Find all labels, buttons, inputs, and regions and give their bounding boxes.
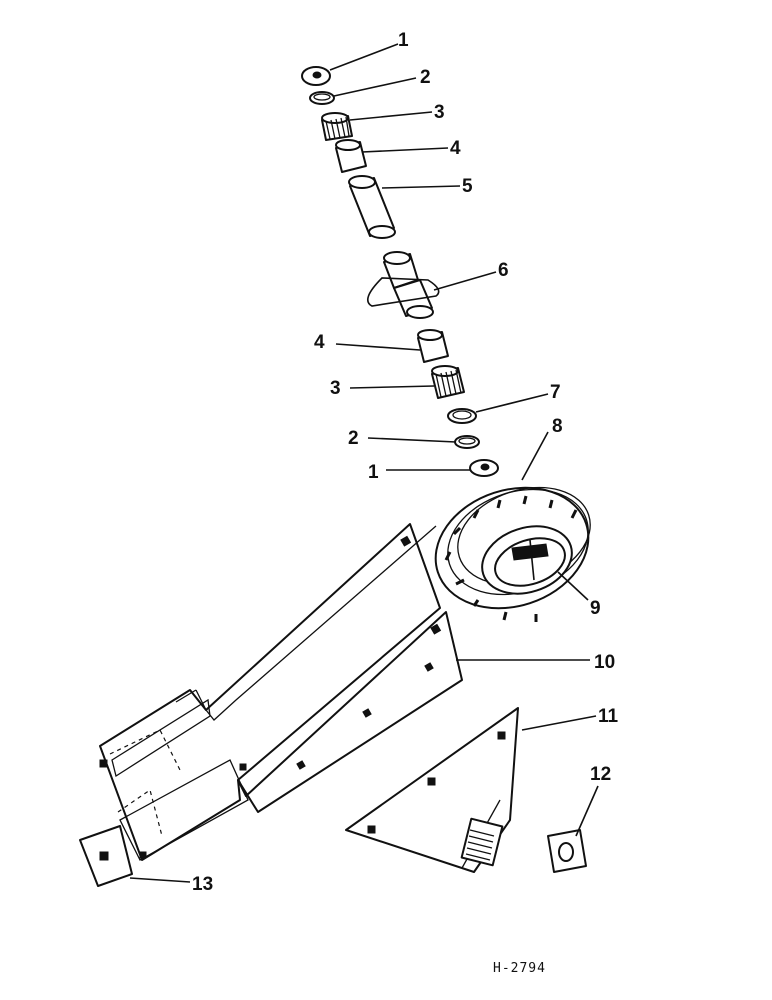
callout-13: 13 [192,874,213,895]
part-frame [99,523,463,861]
callout-12: 12 [590,764,611,785]
callout-3-lower: 3 [330,378,341,399]
callout-1-top: 1 [398,30,409,51]
part-washer-top [301,66,331,86]
part-clip [547,829,587,873]
callout-7: 7 [550,382,561,403]
part-wheel-rim [494,537,566,587]
callout-1-lower: 1 [368,462,379,483]
part-gusset-plate [345,707,519,873]
part-snap-ring-top [309,91,335,105]
callout-8: 8 [552,416,563,437]
callout-10: 10 [594,652,615,673]
part-gusset-texture [460,817,504,867]
part-pin [348,175,396,239]
drawing-number: H-2794 [493,961,546,976]
part-bracket-plate [79,825,133,887]
callout-3-top: 3 [434,102,445,123]
leader-lines [129,43,599,883]
callout-2-lower: 2 [348,428,359,449]
part-caster-yoke [366,251,440,319]
part-needle-bearing-top [321,112,353,141]
part-needle-bearing-lower [431,365,465,399]
callout-11: 11 [598,706,619,727]
callout-6: 6 [498,260,509,281]
callout-labels: 1 2 3 4 5 6 4 3 7 2 8 1 9 10 11 12 13 [192,30,619,895]
part-washer-lower [469,459,499,477]
part-seal [447,408,477,424]
part-bushing-top [335,139,367,173]
callout-2-top: 2 [420,67,431,88]
callout-4-top: 4 [450,138,461,159]
callout-4-lower: 4 [314,332,325,353]
part-snap-ring-lower [454,435,480,449]
callout-9: 9 [590,598,601,619]
part-bushing-lower [417,329,449,363]
callout-5: 5 [462,176,473,197]
